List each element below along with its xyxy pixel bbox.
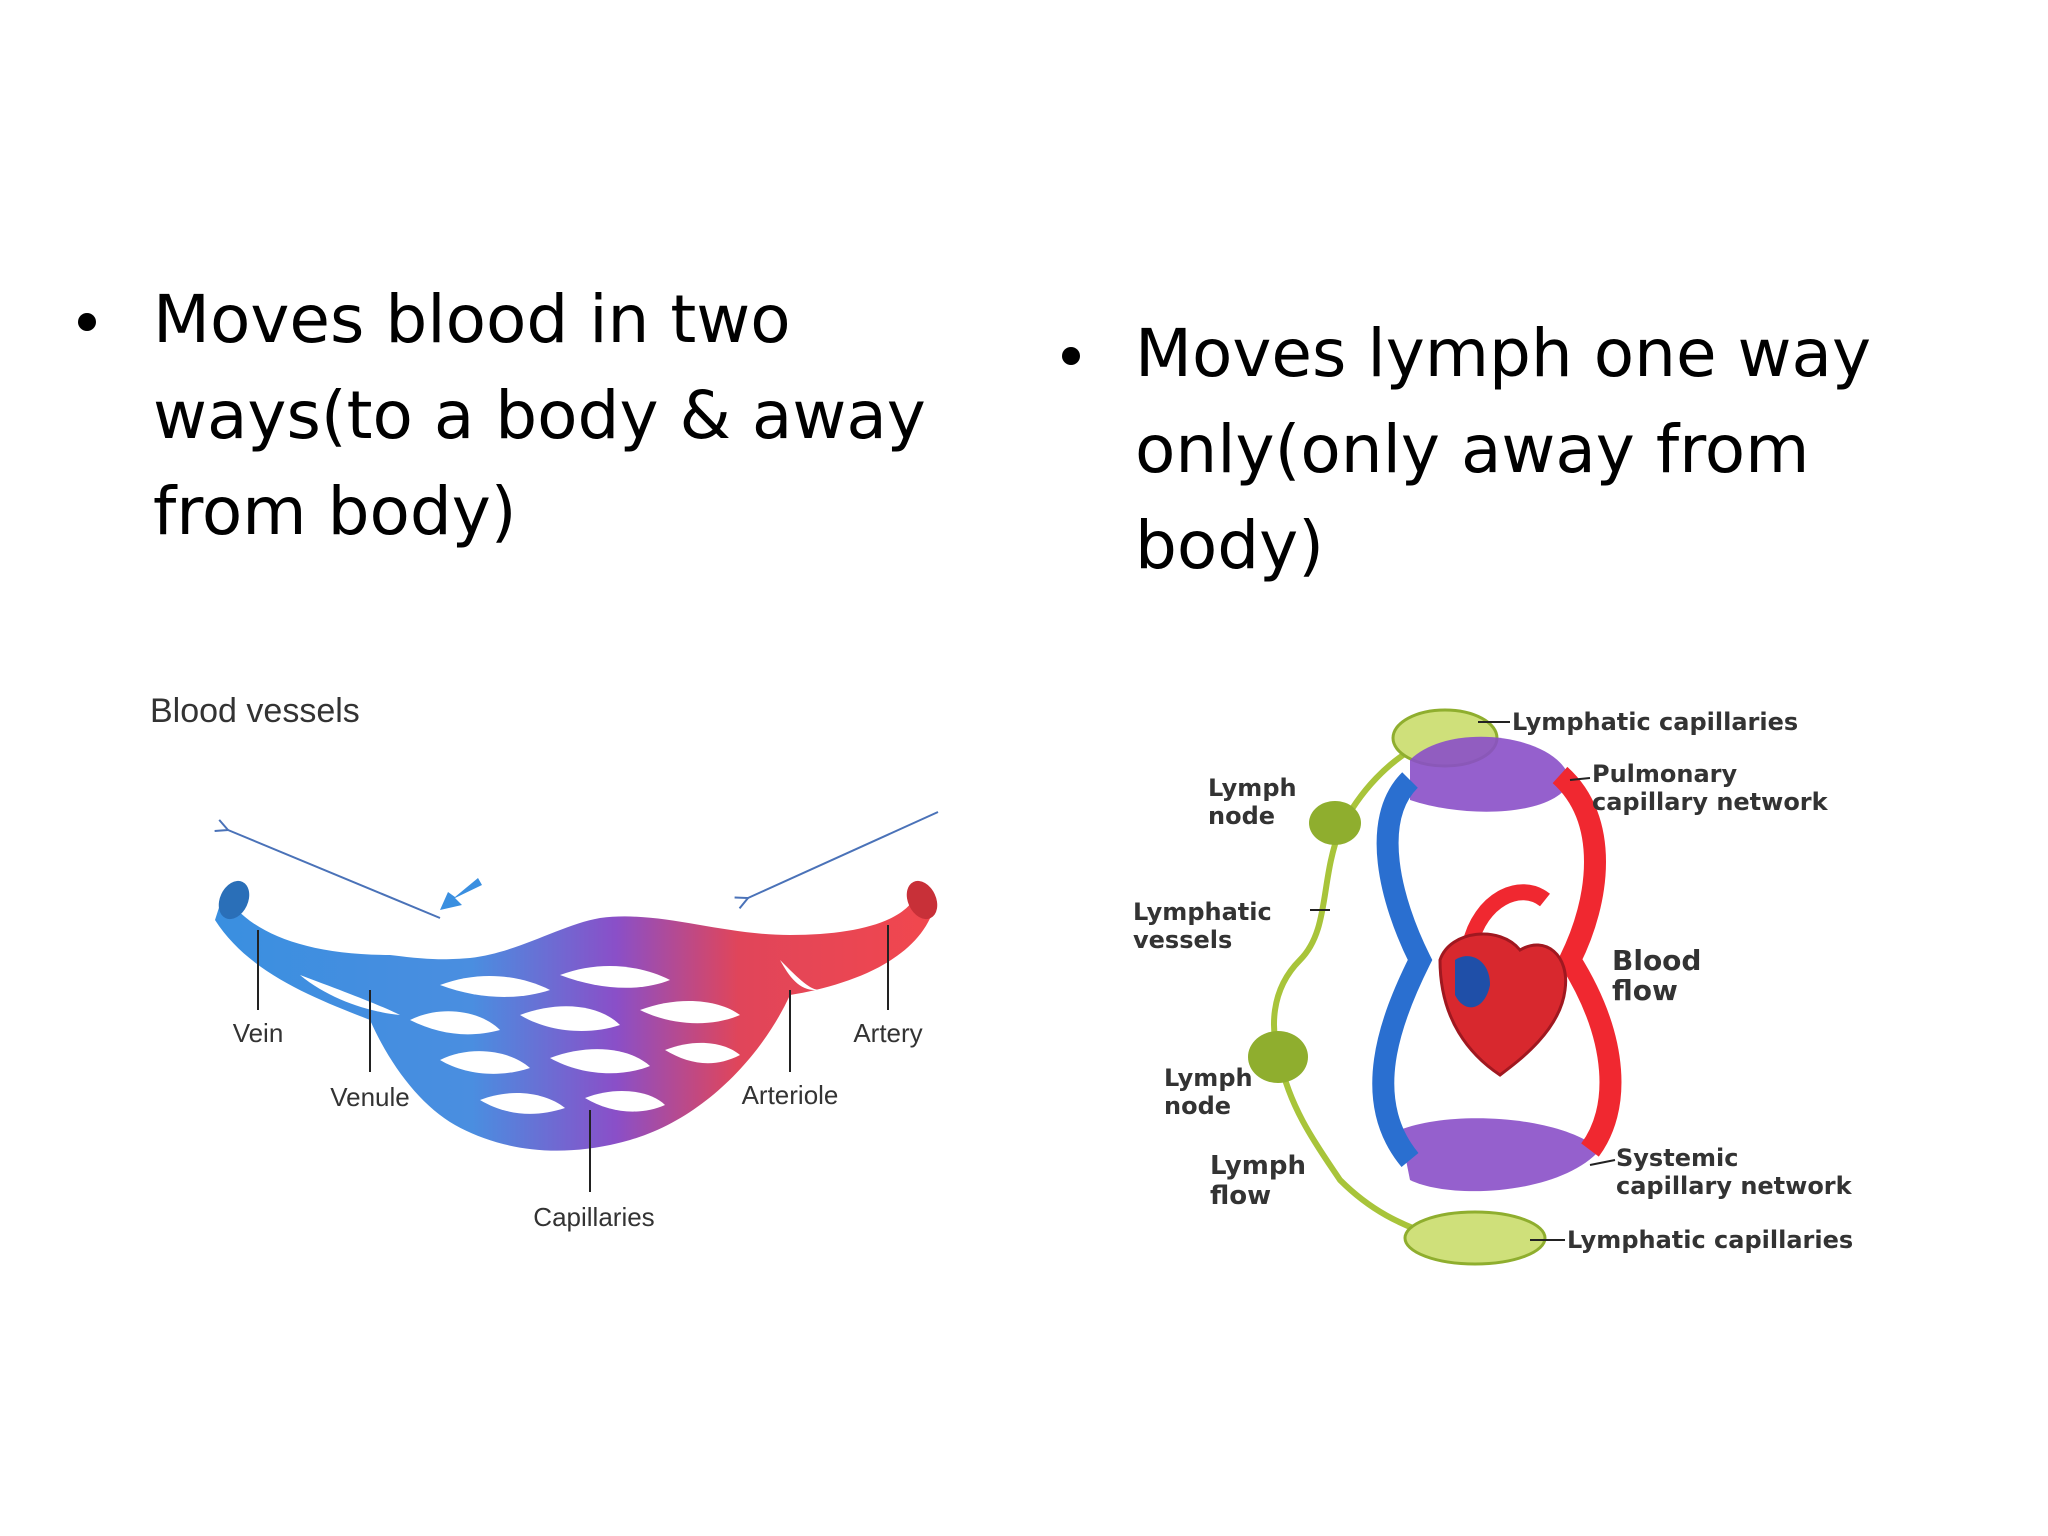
- label-vein: Vein: [233, 1018, 284, 1048]
- heart-icon: [1438, 932, 1568, 1077]
- label-lymphatic-vessels-line2: vessels: [1133, 926, 1232, 954]
- label-lymph-flow-line1: Lymph: [1210, 1151, 1306, 1181]
- left-bullet-item: Moves blood in two ways(to a body & away…: [70, 272, 930, 560]
- label-blood-flow-line2: flow: [1612, 974, 1678, 1007]
- bullet-dot-icon: [1062, 347, 1080, 365]
- arterial-loop: [1552, 766, 1622, 1157]
- lymphatic-capillaries-bottom: [1403, 1210, 1547, 1266]
- right-bullet-item: Moves lymph one way only(only away from …: [1052, 306, 2012, 594]
- label-systemic-line2: capillary network: [1616, 1172, 1853, 1200]
- right-bullet-text: Moves lymph one way only(only away from …: [1135, 315, 1872, 584]
- lymph-node-top: [1309, 801, 1361, 845]
- label-lymphatic-capillaries-bottom: Lymphatic capillaries: [1567, 1226, 1853, 1254]
- label-pulmonary-line1: Pulmonary: [1592, 760, 1738, 788]
- label-lymphatic-capillaries-top: Lymphatic capillaries: [1512, 708, 1798, 736]
- label-lymph-node-top-line2: node: [1208, 802, 1275, 830]
- blood-vessels-diagram: Blood vessels: [150, 692, 939, 1232]
- pulmonary-network: [1410, 736, 1570, 812]
- away-arrow: [228, 830, 441, 919]
- label-artery: Artery: [853, 1018, 922, 1048]
- bullet-dot-icon: [78, 313, 96, 331]
- capillary-mesh: [300, 960, 820, 1114]
- systemic-network: [1400, 1118, 1600, 1192]
- label-lymph-node-top-line1: Lymph: [1208, 774, 1297, 802]
- label-lymphatic-vessels-line1: Lymphatic: [1133, 898, 1272, 926]
- label-venule: Venule: [330, 1082, 410, 1112]
- artery-opening: [906, 880, 938, 920]
- lymphatic-circulation-diagram: Lymphatic capillaries Pulmonary capillar…: [1133, 708, 1853, 1266]
- vein-flow-arrow-icon: [440, 878, 482, 910]
- label-pulmonary-line2: capillary network: [1592, 788, 1829, 816]
- label-blood-flow-line1: Blood: [1612, 944, 1701, 977]
- vein-opening: [218, 880, 250, 920]
- venous-loop: [1372, 772, 1433, 1168]
- label-lymph-flow-line2: flow: [1210, 1181, 1271, 1211]
- blood-vessels-title: Blood vessels: [150, 692, 360, 730]
- toward-arrow: [748, 811, 939, 898]
- blood-leader-lines: [257, 925, 889, 1192]
- left-bullet-text: Moves blood in two ways(to a body & away…: [153, 281, 926, 550]
- label-lymph-node-bottom-line2: node: [1164, 1092, 1231, 1120]
- label-systemic-line1: Systemic: [1616, 1144, 1738, 1172]
- label-capillaries: Capillaries: [533, 1202, 654, 1232]
- lymph-leader-lines: [1310, 721, 1616, 1241]
- lymph-node-bottom: [1248, 1031, 1308, 1083]
- label-lymph-node-bottom-line1: Lymph: [1164, 1064, 1253, 1092]
- heart-right-side: [1455, 956, 1490, 1008]
- label-arteriole: Arteriole: [742, 1080, 839, 1110]
- aorta-arch: [1462, 884, 1550, 948]
